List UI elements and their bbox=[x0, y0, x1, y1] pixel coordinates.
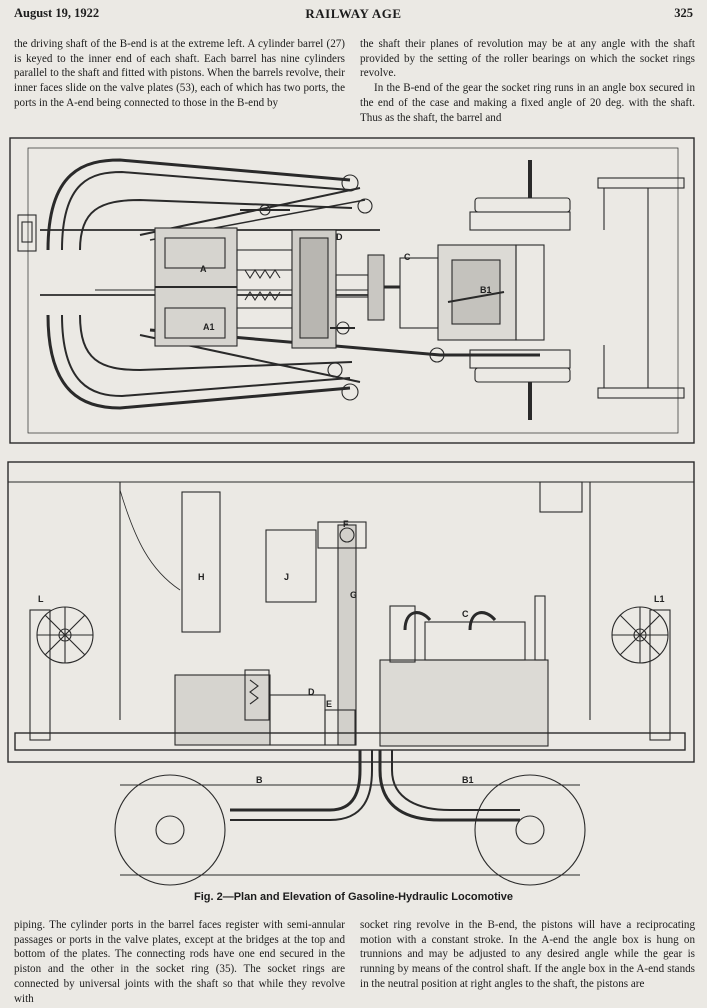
elev-label-l1: L1 bbox=[654, 594, 665, 604]
elev-label-f: F bbox=[343, 519, 349, 529]
elev-label-j: J bbox=[284, 572, 289, 582]
elev-label-b: B bbox=[256, 775, 263, 785]
text-column-bottom-left: piping. The cylinder ports in the barrel… bbox=[14, 918, 345, 1006]
elev-label-d: D bbox=[308, 687, 315, 697]
paragraph: the driving shaft of the B-end is at the… bbox=[14, 38, 345, 109]
figure-caption: Fig. 2—Plan and Elevation of Gasoline-Hy… bbox=[193, 891, 514, 903]
plan-label-b1: B1 bbox=[480, 285, 492, 295]
plan-view: A A1 C D B1 bbox=[9, 137, 695, 444]
paragraph: socket ring revolve in the B-end, the pi… bbox=[360, 919, 695, 990]
plan-label-c: C bbox=[404, 252, 411, 262]
page-number: 325 bbox=[674, 6, 693, 20]
elevation-view: F G H J C D E L L1 B B1 bbox=[7, 461, 695, 886]
elev-label-e: E bbox=[326, 699, 332, 709]
journal-title: RAILWAY AGE bbox=[305, 6, 402, 21]
elev-label-b1: B1 bbox=[462, 775, 474, 785]
elev-label-h: H bbox=[198, 572, 205, 582]
text-column-top-left: the driving shaft of the B-end is at the… bbox=[14, 37, 345, 111]
plan-label-a: A bbox=[200, 264, 207, 274]
elev-label-l: L bbox=[38, 594, 44, 604]
locomotive-figure: A A1 C D B1 bbox=[7, 137, 695, 886]
paragraph: In the B-end of the gear the socket ring… bbox=[360, 82, 695, 124]
plan-label-a1: A1 bbox=[203, 322, 215, 332]
text-column-bottom-right: socket ring revolve in the B-end, the pi… bbox=[360, 918, 695, 992]
elev-label-g: G bbox=[350, 590, 357, 600]
paragraph: piping. The cylinder ports in the barrel… bbox=[14, 919, 345, 1005]
plan-label-d: D bbox=[336, 232, 343, 242]
text-column-top-right: the shaft their planes of revolution may… bbox=[360, 37, 695, 125]
paragraph: the shaft their planes of revolution may… bbox=[360, 38, 695, 80]
issue-date: August 19, 1922 bbox=[14, 6, 100, 20]
elev-label-c: C bbox=[462, 609, 469, 619]
